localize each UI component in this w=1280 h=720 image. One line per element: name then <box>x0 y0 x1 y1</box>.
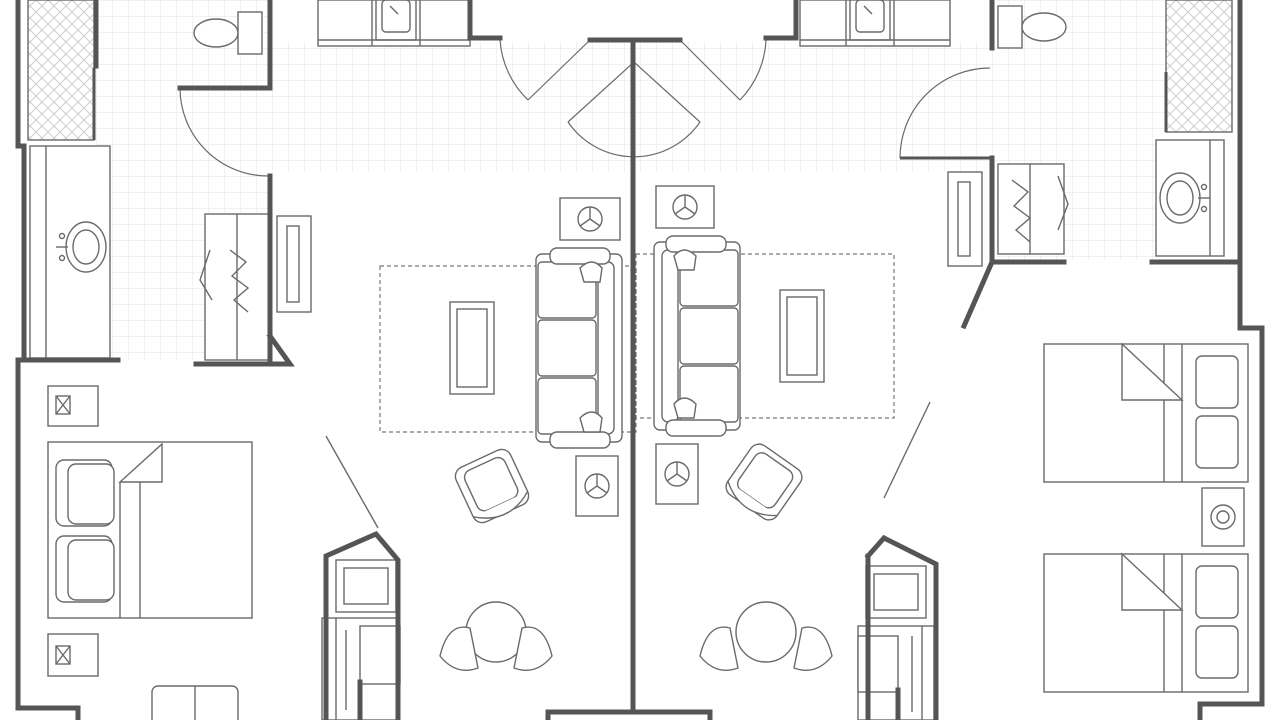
bedroom-right <box>1043 342 1249 693</box>
sink-icon <box>56 221 107 273</box>
sink-icon <box>1159 172 1210 224</box>
bed-icon <box>1043 342 1249 483</box>
coffee-table-icon <box>449 301 495 395</box>
armchair-icon <box>725 443 803 521</box>
angled-panel <box>883 401 931 499</box>
door-swing-icon <box>899 67 992 160</box>
sofa-icon <box>535 247 623 449</box>
end-table-icon <box>655 443 699 505</box>
shower-left <box>27 0 96 141</box>
walls <box>15 0 1265 720</box>
living-left <box>379 197 637 671</box>
toilet-right <box>997 5 1067 49</box>
closet-icon <box>997 163 1069 255</box>
kitchenette-left <box>317 0 471 47</box>
end-table-icon <box>47 633 99 677</box>
end-table-icon <box>1201 487 1245 547</box>
toilet-left <box>193 11 263 55</box>
armchair-icon <box>454 448 530 524</box>
kitchenette-right <box>799 0 951 47</box>
toilet-icon <box>997 5 1067 49</box>
kitchenette-icon <box>317 0 471 47</box>
toilet-icon <box>193 11 263 55</box>
sofa-icon <box>653 235 741 437</box>
closet-left <box>199 213 312 361</box>
vanity-right <box>1155 139 1225 257</box>
dining-table-icon <box>439 601 553 671</box>
bed-icon <box>1043 552 1249 693</box>
dining-table-icon <box>699 601 833 671</box>
shower-icon <box>27 0 95 141</box>
bath-right-door <box>899 67 992 160</box>
vanity-left <box>29 145 111 359</box>
end-table-icon <box>575 455 619 517</box>
bedroom-left <box>47 385 253 720</box>
shower-icon <box>1165 0 1233 133</box>
end-table-icon <box>47 385 99 427</box>
shower-right <box>1164 0 1233 133</box>
closet-icon <box>199 213 270 361</box>
bed-icon <box>47 441 253 619</box>
end-table-icon <box>655 185 715 229</box>
closet-right <box>947 163 1069 267</box>
coffee-table-icon <box>779 289 825 383</box>
angled-panel <box>325 435 379 529</box>
rug <box>635 253 895 419</box>
end-table-icon <box>559 197 621 241</box>
kitchenette-icon <box>799 0 951 47</box>
living-right <box>635 185 895 671</box>
